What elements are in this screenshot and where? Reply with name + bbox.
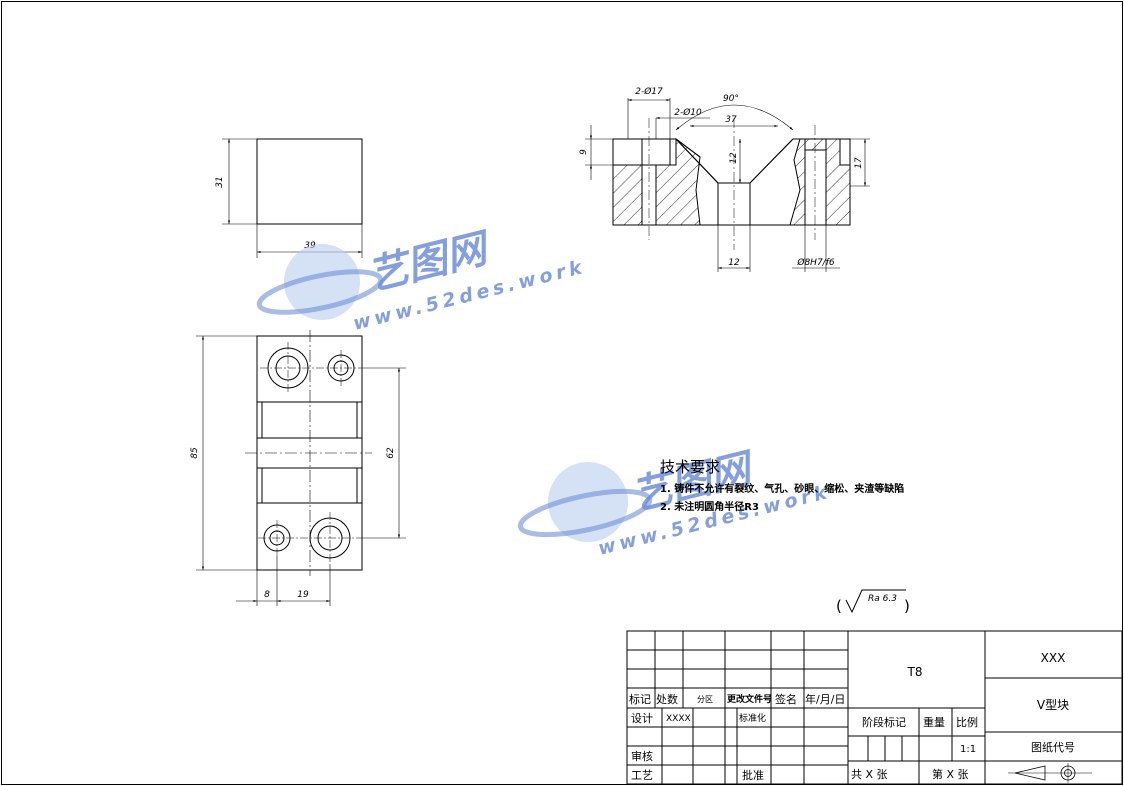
header-count: 处数 xyxy=(656,693,678,706)
tech-req-item1: 1. 铸件不允许有裂纹、气孔、砂眼、缩松、夹渣等缺陷 xyxy=(660,482,904,495)
total-sheets: 共 X 张 xyxy=(851,768,888,781)
plan-offset-19-dim: 19 xyxy=(297,590,309,600)
section-view xyxy=(585,98,870,272)
check-label: 审核 xyxy=(631,749,653,763)
design-label: 设计 xyxy=(631,712,653,725)
roughness-symbol: ( Ra 6.3 ) xyxy=(836,589,910,615)
roughness-value: Ra 6.3 xyxy=(868,594,897,604)
title-block xyxy=(626,630,1123,785)
svg-text:(: ( xyxy=(836,597,842,615)
sec-width37-dim: 37 xyxy=(725,115,737,125)
sec-depth9-dim: 9 xyxy=(579,149,589,155)
sec-angle-dim: 90° xyxy=(723,94,739,104)
top-height-dim: 31 xyxy=(215,176,225,187)
header-date: 年/月/日 xyxy=(805,692,845,706)
drawing-no-label: 图纸代号 xyxy=(1031,741,1075,754)
plan-pitch-dim: 62 xyxy=(386,447,396,459)
top-view xyxy=(222,138,363,258)
plan-offset-8-dim: 8 xyxy=(264,590,270,600)
scale-label: 比例 xyxy=(956,715,978,729)
header-mark: 标记 xyxy=(629,692,651,706)
header-doc: 更改文件号 xyxy=(727,693,772,705)
scale-value: 1:1 xyxy=(960,744,976,755)
sec-pin-fit-dim: Ø8H7/f6 xyxy=(796,257,835,268)
sec-slot12-dim: 12 xyxy=(728,258,740,268)
svg-text:): ) xyxy=(904,597,910,615)
header-zone: 分区 xyxy=(697,695,713,704)
plan-view xyxy=(196,330,406,606)
tech-req-title: 技术要求 xyxy=(660,458,720,476)
stage-label: 阶段标记 xyxy=(862,715,906,729)
weight-label: 重量 xyxy=(923,715,945,729)
sec-h17-dim: 17 xyxy=(854,157,864,169)
standard-label: 标准化 xyxy=(739,712,766,724)
approve-label: 批准 xyxy=(742,768,764,782)
plan-height-dim: 85 xyxy=(190,447,200,459)
designer-name: XXXX xyxy=(666,714,691,724)
title-block-text: T8 XXX V型块 图纸代号 标记 处数 分区 更改文件号 签名 年/月/日 … xyxy=(629,651,1075,782)
material-label: T8 xyxy=(907,665,923,679)
company-name: XXX xyxy=(1041,651,1066,665)
part-name: V型块 xyxy=(1037,698,1069,712)
sheet-number: 第 X 张 xyxy=(932,767,969,781)
sec-hole-dim: 2-Ø10 xyxy=(674,107,702,118)
sec-h12-dim: 12 xyxy=(729,152,739,164)
sec-cbore-dim: 2-Ø17 xyxy=(635,86,663,97)
process-label: 工艺 xyxy=(631,769,653,782)
tech-req-item2: 2. 未注明圆角半径R3 xyxy=(660,500,759,513)
header-sign: 签名 xyxy=(775,692,797,706)
